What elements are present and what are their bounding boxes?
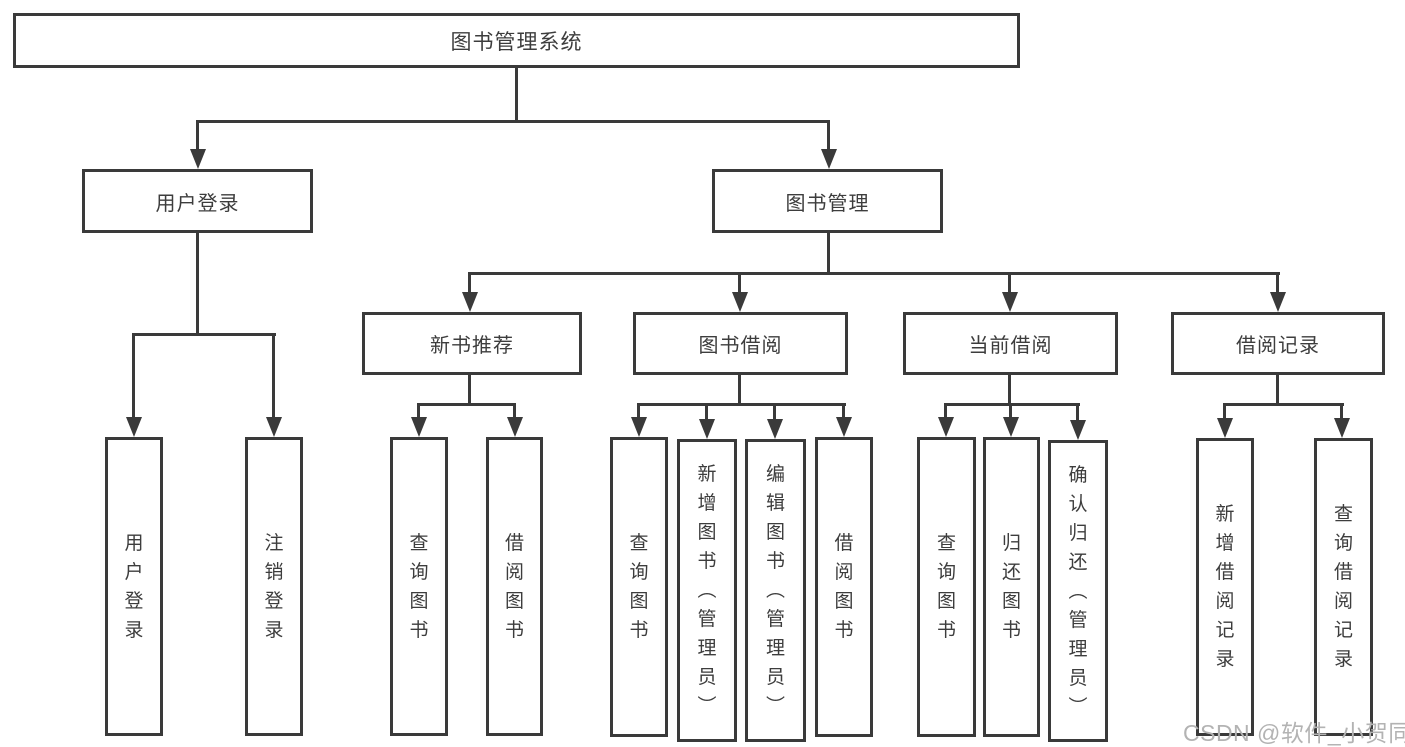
connector-arrow-br-query xyxy=(1333,403,1350,438)
connector-arrow-bb-edit xyxy=(766,403,783,439)
leaf-node-user-login: 用户登录 xyxy=(105,437,163,736)
leaf-node-cb-confirm-return-admin: 确认归还︵管理员︶ xyxy=(1048,440,1108,742)
connector-arrow-bb-query xyxy=(630,403,647,437)
leaf-node-logout: 注销登录 xyxy=(245,437,303,736)
connector-new-books-stub xyxy=(468,375,471,406)
leaf-label-bb-borrow-books: 借阅图书 xyxy=(834,533,854,641)
connector-arrow-borrow-records xyxy=(1269,272,1286,312)
connector-arrow-leaf-user-login xyxy=(125,333,142,437)
connector-arrow-bb-add xyxy=(698,403,715,439)
node-new-book-recommendation: 新书推荐 xyxy=(362,312,582,375)
leaf-node-br-query-record: 查询借阅记录 xyxy=(1314,438,1373,736)
connector-borrow-records-stub xyxy=(1276,375,1279,406)
leaf-label-cb-return-books: 归还图书 xyxy=(1001,533,1021,641)
connector-arrow-leaf-logout xyxy=(265,333,282,437)
leaf-label-logout: 注销登录 xyxy=(264,532,284,641)
connector-book-mgmt-stub xyxy=(827,233,830,272)
node-borrowing-records: 借阅记录 xyxy=(1171,312,1385,375)
leaf-label-nb-query-books: 查询图书 xyxy=(409,532,429,641)
connector-user-login-stub xyxy=(196,233,199,336)
node-book-borrowing: 图书借阅 xyxy=(633,312,848,375)
leaf-node-cb-query-books: 查询图书 xyxy=(917,437,976,737)
node-library-management-system: 图书管理系统 xyxy=(13,13,1020,68)
leaf-label-br-query-record: 查询借阅记录 xyxy=(1333,504,1353,670)
connector-arrow-new-books xyxy=(461,272,478,312)
connector-user-login-bar xyxy=(132,333,276,336)
connector-arrow-nb-query xyxy=(410,403,427,437)
connector-arrow-current-borrowing xyxy=(1001,272,1018,312)
connector-book-borrowing-bar xyxy=(637,403,846,406)
leaf-label-bb-query-books: 查询图书 xyxy=(629,533,649,641)
leaf-node-nb-query-books: 查询图书 xyxy=(390,437,448,736)
connector-root-bar xyxy=(196,120,830,123)
connector-arrow-book-management xyxy=(820,120,837,169)
node-book-management: 图书管理 xyxy=(712,169,943,233)
connector-root-stub xyxy=(515,68,518,120)
connector-arrow-cb-query xyxy=(937,403,954,437)
leaf-node-cb-return-books: 归还图书 xyxy=(983,437,1040,737)
connector-current-borrowing-stub xyxy=(1008,375,1011,406)
leaf-node-nb-borrow-books: 借阅图书 xyxy=(486,437,543,736)
connector-arrow-br-add xyxy=(1216,403,1233,438)
leaf-label-user-login: 用户登录 xyxy=(124,532,144,641)
leaf-label-nb-borrow-books: 借阅图书 xyxy=(504,532,524,641)
node-current-borrowing: 当前借阅 xyxy=(903,312,1118,375)
leaf-node-bb-borrow-books: 借阅图书 xyxy=(815,437,873,737)
leaf-node-bb-edit-books-admin: 编辑图书︵管理员︶ xyxy=(745,439,806,742)
connector-book-mgmt-bar xyxy=(468,272,1280,275)
connector-arrow-cb-confirm xyxy=(1069,403,1086,440)
connector-arrow-nb-borrow xyxy=(506,403,523,437)
connector-arrow-book-borrowing xyxy=(731,272,748,312)
leaf-node-bb-query-books: 查询图书 xyxy=(610,437,668,737)
connector-arrow-cb-return xyxy=(1002,403,1019,437)
leaf-label-br-add-record: 新增借阅记录 xyxy=(1215,504,1235,670)
node-user-login: 用户登录 xyxy=(82,169,313,233)
leaf-label-bb-add-books-admin: 新增图书︵管理员︶ xyxy=(697,464,717,717)
connector-new-books-bar xyxy=(417,403,516,406)
csdn-watermark: CSDN @软件_小贺同学 xyxy=(1183,720,1405,746)
connector-arrow-user-login xyxy=(189,120,206,169)
leaf-node-bb-add-books-admin: 新增图书︵管理员︶ xyxy=(677,439,737,742)
connector-borrow-records-bar xyxy=(1223,403,1344,406)
connector-current-borrowing-bar xyxy=(944,403,1080,406)
leaf-node-br-add-record: 新增借阅记录 xyxy=(1196,438,1254,736)
leaf-label-cb-confirm-return-admin: 确认归还︵管理员︶ xyxy=(1068,464,1088,718)
connector-arrow-bb-borrow xyxy=(835,403,852,437)
leaf-label-bb-edit-books-admin: 编辑图书︵管理员︶ xyxy=(765,464,785,717)
connector-book-borrowing-stub xyxy=(738,375,741,406)
leaf-label-cb-query-books: 查询图书 xyxy=(936,533,956,641)
